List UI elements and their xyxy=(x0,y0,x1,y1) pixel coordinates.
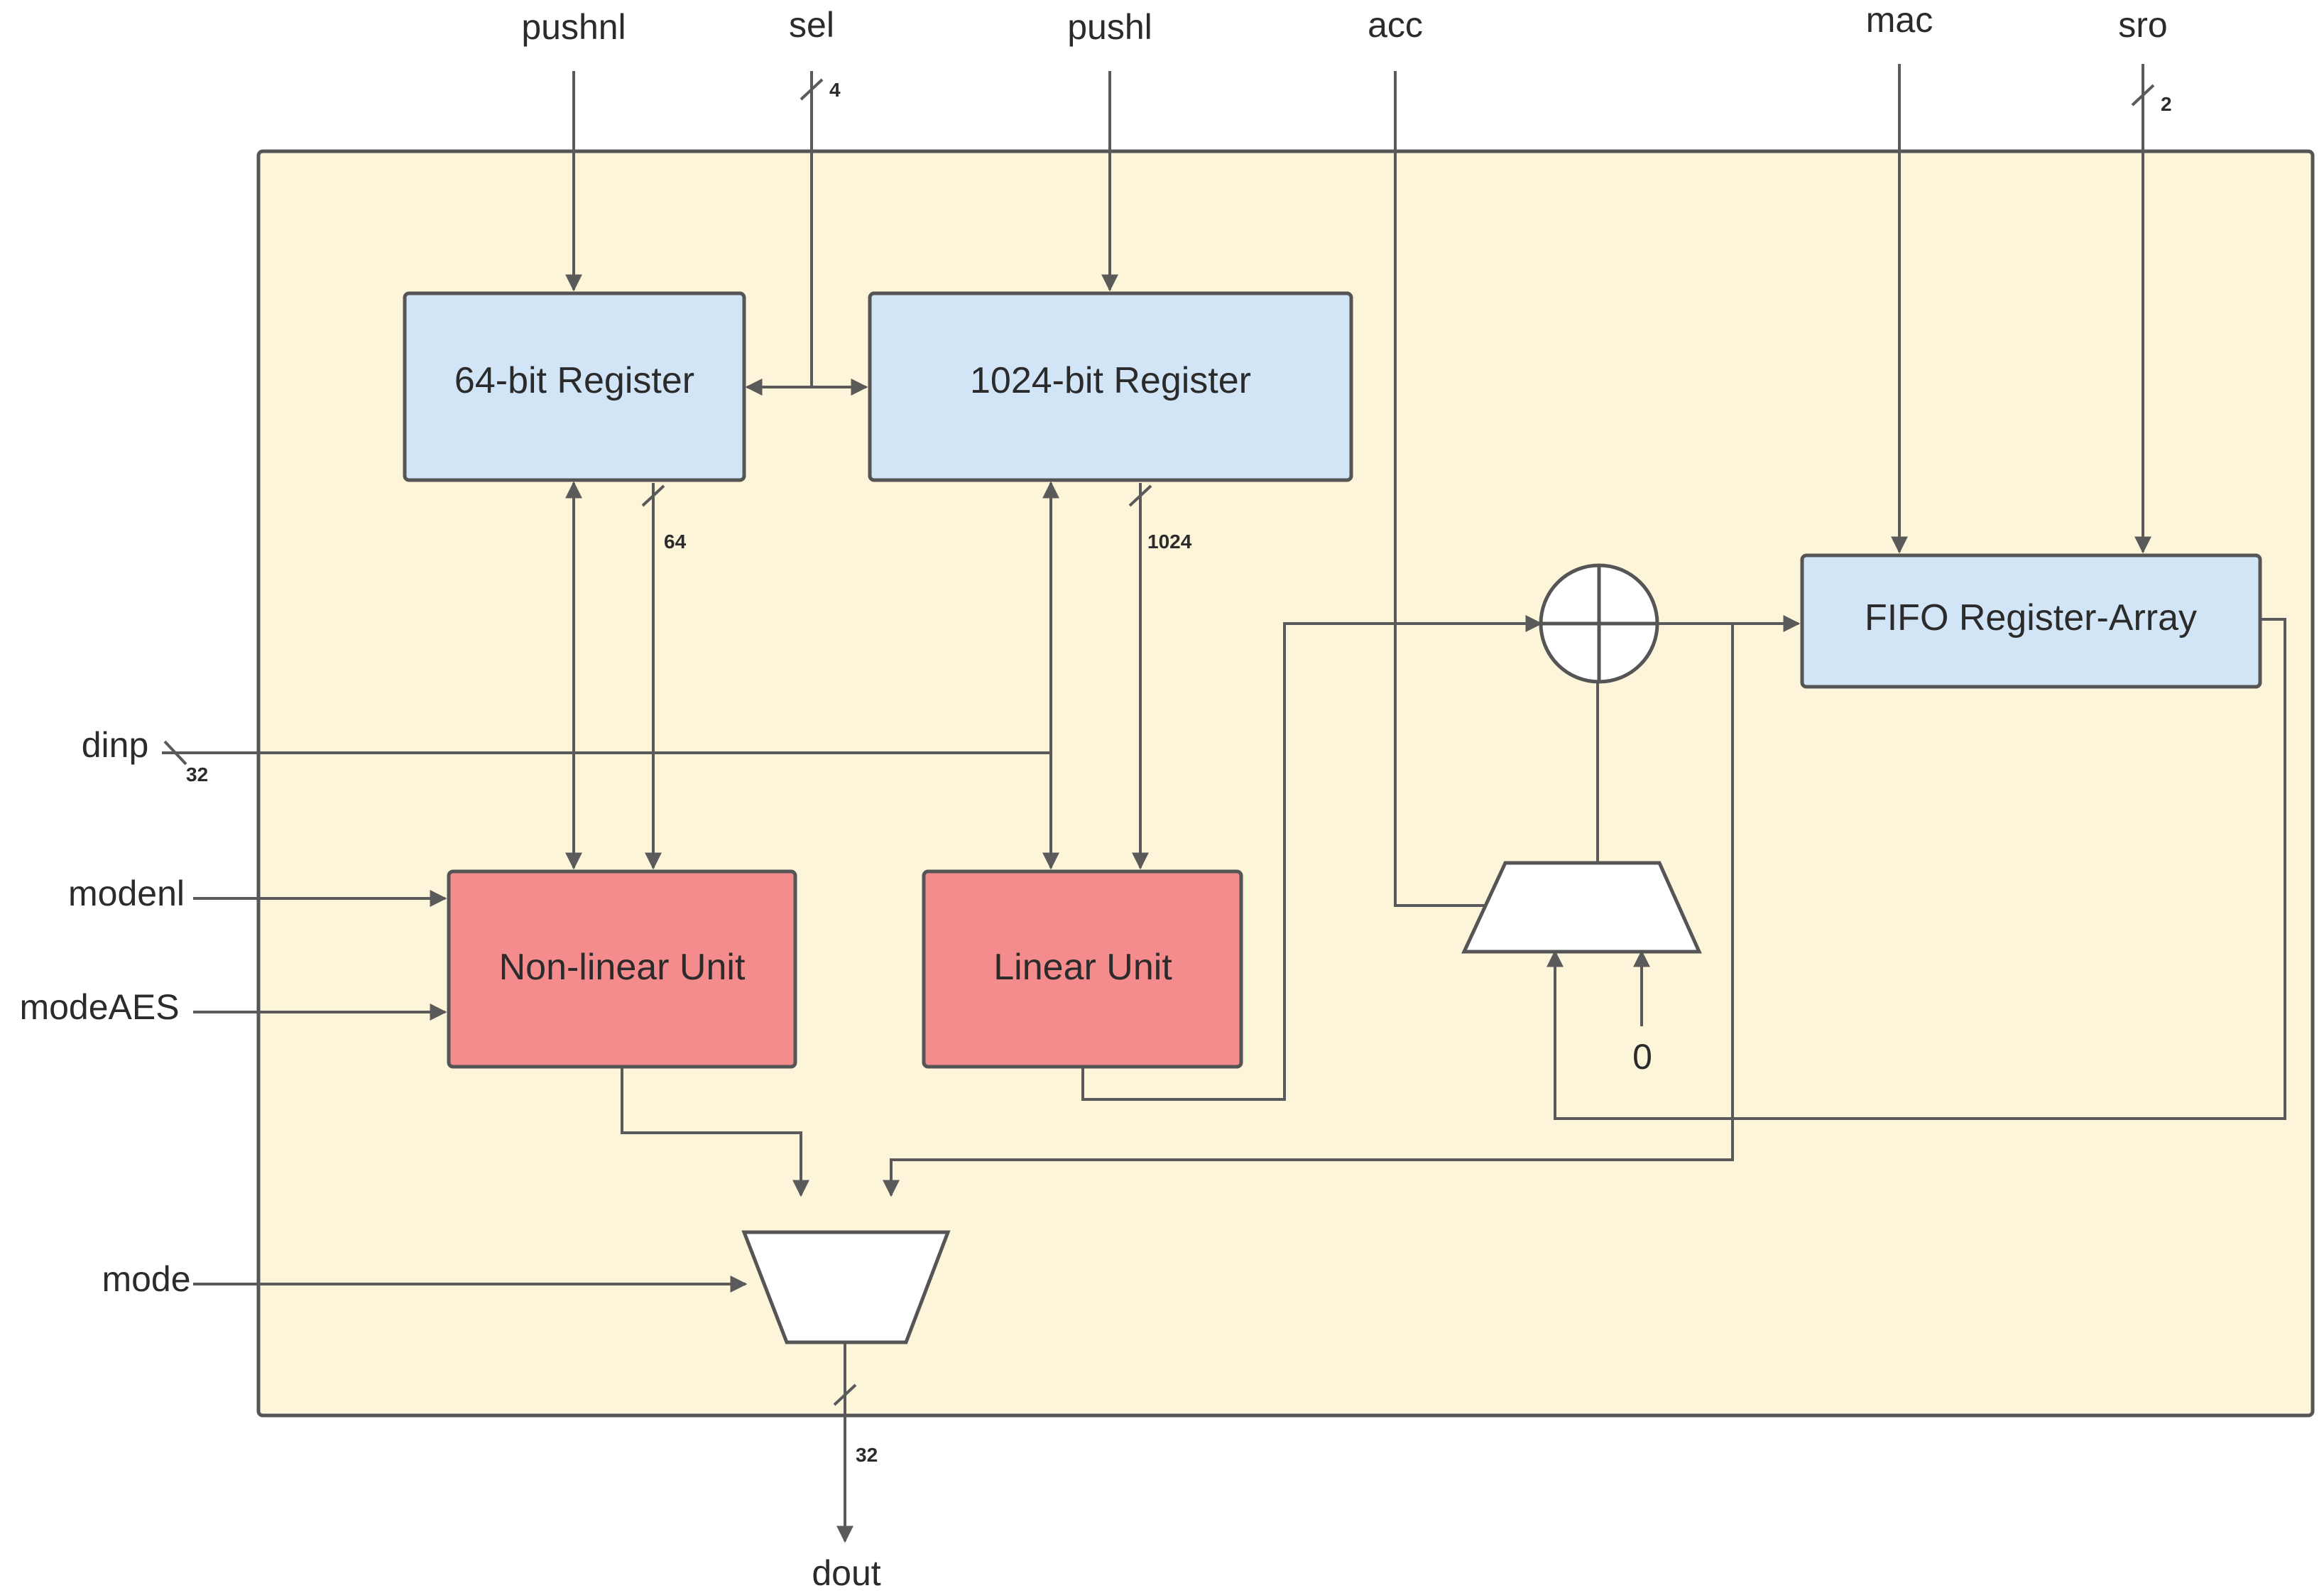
reg1024-label: 1024-bit Register xyxy=(970,360,1251,401)
bus-width-reg64: 64 xyxy=(664,531,687,553)
fifo-label: FIFO Register-Array xyxy=(1865,597,2197,638)
linear-label: Linear Unit xyxy=(993,947,1172,988)
input-label-mac: mac xyxy=(1866,0,1933,40)
bus-width-sel: 4 xyxy=(829,79,841,101)
input-label-pushl: pushl xyxy=(1067,7,1152,47)
bus-width-reg1024: 1024 xyxy=(1147,531,1192,553)
wire-xor-to-outmux xyxy=(883,622,1734,1197)
reg64-label: 64-bit Register xyxy=(454,360,694,401)
input-label-modenl: modenl xyxy=(68,874,185,913)
xor-icon xyxy=(1539,563,1659,684)
nonlinear-label: Non-linear Unit xyxy=(499,947,746,988)
bus-slash-reg64 xyxy=(641,484,665,507)
input-label-sro: sro xyxy=(2118,5,2167,45)
bus-slash-dout xyxy=(833,1383,857,1406)
bus-width-sro: 2 xyxy=(2161,93,2172,115)
input-label-sel: sel xyxy=(789,5,834,45)
bus-slash-sel xyxy=(800,78,824,101)
wires xyxy=(162,64,2286,1543)
output-mux xyxy=(741,1230,951,1344)
wire-fifo-feedback xyxy=(1546,618,2286,1120)
output-label-dout: dout xyxy=(812,1553,880,1593)
bus-slash-dinp xyxy=(163,740,187,766)
wire-nonlinear-out xyxy=(621,1067,809,1197)
bus-width-dout: 32 xyxy=(856,1444,878,1466)
fifo-box xyxy=(1800,553,2262,689)
wire-linear-out xyxy=(1081,615,1543,1101)
linear-box xyxy=(922,869,1243,1069)
reg1024-box xyxy=(868,291,1353,482)
input-label-mode: mode xyxy=(102,1259,190,1299)
input-label-pushnl: pushnl xyxy=(521,7,626,47)
bus-slash-reg1024 xyxy=(1128,484,1152,507)
bus-width-dinp: 32 xyxy=(186,763,208,785)
input-label-modeAES: modeAES xyxy=(19,987,179,1027)
input-label-acc: acc xyxy=(1368,5,1423,45)
bus-slash-sro xyxy=(2131,84,2155,107)
wire-acc xyxy=(1394,71,1507,914)
constant-zero: 0 xyxy=(1632,1037,1652,1077)
input-label-dinp: dinp xyxy=(82,725,149,765)
accumulation-mux xyxy=(1461,861,1702,954)
reg64-box xyxy=(403,291,746,482)
nonlinear-box xyxy=(447,869,797,1069)
